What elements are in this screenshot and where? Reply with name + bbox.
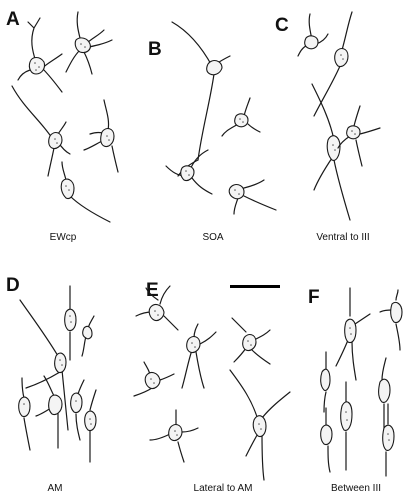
panel-e-neurons: [133, 285, 291, 481]
neuron-f1: [335, 287, 371, 381]
neuron-b2: [165, 149, 213, 195]
neuron-c1: [297, 13, 329, 57]
panel-b-letter: B: [148, 39, 162, 60]
panel-d-caption: AM: [47, 483, 63, 494]
neuron-e1: [135, 285, 179, 331]
panel-c-neurons: [297, 11, 381, 221]
neuron-a3: [11, 85, 71, 177]
panel-c-letter: C: [275, 15, 289, 36]
neuron-e4: [133, 361, 175, 397]
neuron-c3: [311, 83, 351, 221]
neuron-b1: [171, 21, 231, 177]
neuron-a4: [83, 99, 119, 173]
panel-e-letter: E: [146, 280, 159, 301]
neuron-d5: [35, 375, 63, 449]
neuron-e6: [149, 409, 199, 463]
neuron-a5: [60, 161, 111, 223]
scale-bar: [230, 285, 280, 288]
neuron-d1: [19, 299, 69, 431]
panel-f-letter: F: [308, 287, 320, 308]
neuron-b3: [221, 97, 261, 137]
neuron-a2: [65, 11, 113, 75]
neuron-d3: [81, 315, 95, 357]
panel-a-letter: A: [6, 9, 20, 30]
panel-b-caption: SOA: [202, 232, 224, 243]
neuron-c2: [313, 11, 353, 117]
neuron-c4: [337, 105, 381, 167]
neuron-d7: [84, 389, 97, 463]
neuron-b4: [228, 179, 277, 215]
neuron-f7: [382, 403, 395, 477]
panel-f-caption: Between III: [330, 483, 382, 494]
panel-f-neurons: [320, 287, 403, 477]
neuron-e5: [229, 369, 291, 481]
panel-d-neurons: [18, 285, 97, 463]
neuron-e2: [181, 323, 217, 389]
neuron-e3: [231, 317, 271, 365]
neuron-f2: [379, 289, 403, 351]
panel-d-letter: D: [6, 275, 20, 296]
panel-a-neurons: [11, 11, 119, 223]
neuron-f4: [340, 381, 353, 471]
panel-a-caption: EWcp: [49, 232, 77, 243]
neuron-a1: [17, 17, 63, 93]
neuron-d6: [70, 379, 85, 441]
neuron-f3: [320, 351, 331, 413]
neuron-f5: [320, 407, 333, 473]
panel-e-caption: Lateral to AM: [193, 483, 253, 494]
panel-c-caption: Ventral to III: [316, 232, 370, 243]
neuron-d4: [18, 377, 31, 451]
neuron-f6: [378, 357, 391, 431]
neuron-d2: [64, 285, 77, 361]
panel-b-neurons: [165, 21, 277, 215]
